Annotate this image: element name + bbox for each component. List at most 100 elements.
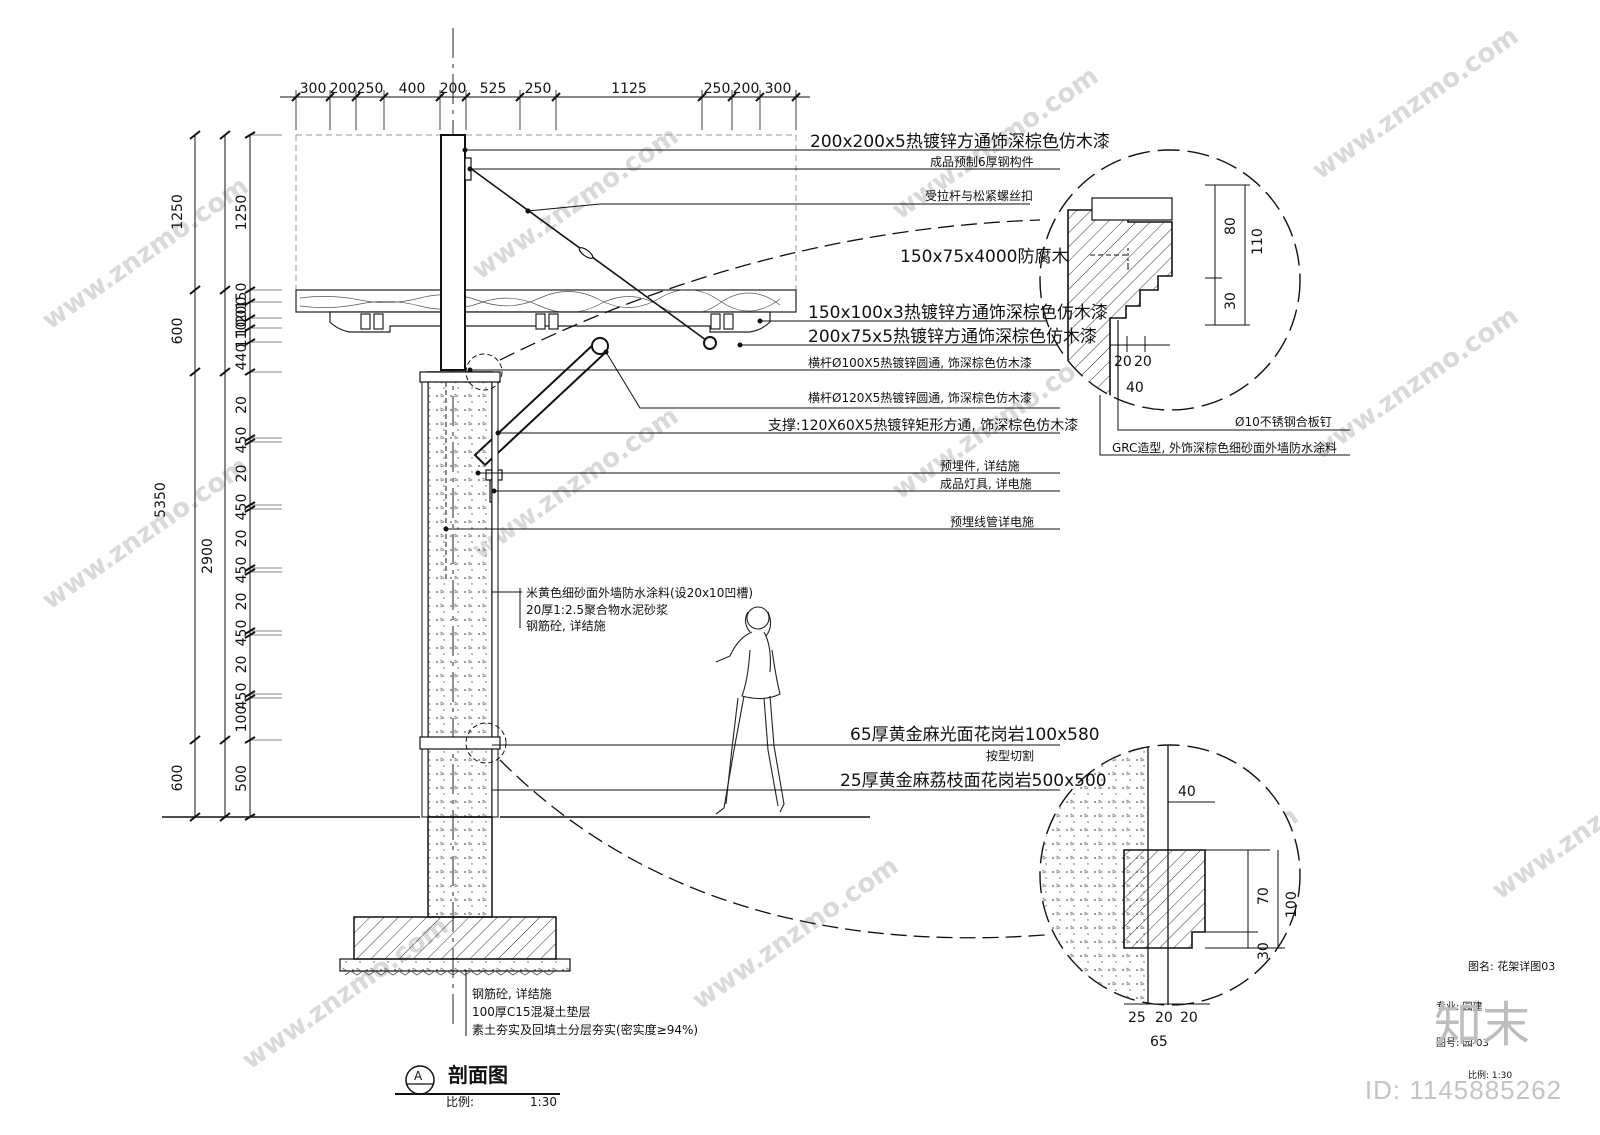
watermark-text: www.znzmo.com (687, 851, 904, 1016)
watermark-text: www.znzmo.com (1487, 741, 1600, 906)
left-inner-dim: 100 (234, 706, 250, 733)
left-outer-dim: 600 (170, 765, 186, 792)
tb-number: 图号: 园-03 (1436, 1037, 1489, 1049)
left-inner-dim: 110 (234, 322, 250, 349)
db-dim-40: 40 (1178, 784, 1196, 800)
concrete-column (427, 371, 493, 818)
left-inner-dim: 450 (234, 494, 250, 521)
watermark-text: www.znzmo.com (467, 121, 684, 286)
callout-label: 成品灯具, 详电施 (940, 476, 1032, 491)
human-figure (715, 606, 785, 815)
top-dim-label: 250 (704, 81, 731, 97)
round-rail-120 (591, 337, 609, 355)
dt-dim-30: 30 (1223, 292, 1239, 310)
top-dim-label: 250 (525, 81, 552, 97)
granite-note-2: 按型切割 (986, 748, 1034, 763)
top-dim-label: 525 (480, 81, 507, 97)
left-inner-dim: 1250 (234, 195, 250, 231)
top-dim-label: 200 (733, 81, 760, 97)
dt-dim-40: 40 (1126, 380, 1144, 396)
db-dim-70: 70 (1256, 887, 1272, 905)
found-note-2: 100厚C15混凝土垫层 (472, 1004, 591, 1019)
callout-label: 150x75x4000防腐木 (900, 247, 1068, 267)
db-dim-20a: 20 (1155, 1010, 1173, 1026)
top-dim-label: 250 (357, 81, 384, 97)
left-dimension-chain: 1250600535029006001250150200100110440204… (153, 130, 282, 822)
resource-id: ID: 1145885262 (1364, 1075, 1562, 1105)
footing (353, 916, 557, 960)
callout-labels: 200x200x5热镀锌方通饰深棕色仿木漆成品预制6厚钢构件受拉杆与松紧螺丝扣1… (768, 132, 1110, 529)
callout-label: 预埋件, 详结施 (940, 458, 1020, 473)
top-dim-label: 200 (330, 81, 357, 97)
left-inner-dim: 450 (234, 683, 250, 710)
left-inner-dim: 450 (234, 557, 250, 584)
left-inner-dim: 450 (234, 620, 250, 647)
db-dim-100: 100 (1284, 891, 1300, 918)
tb-major: 专业: 园建 (1436, 1000, 1483, 1013)
db-dim-30: 30 (1256, 942, 1272, 960)
left-outer-dim: 2900 (200, 538, 216, 574)
left-inner-dim: 20 (234, 656, 250, 674)
watermark-text: www.znzmo.com (1307, 301, 1524, 466)
top-dim-label: 300 (300, 81, 327, 97)
found-note-1: 钢筋砼, 详结施 (472, 986, 552, 1001)
callout-label: 150x100x3热镀锌方通饰深棕色仿木漆 (808, 303, 1108, 323)
left-inner-dim: 20 (234, 465, 250, 483)
left-outer-dim: 5350 (153, 482, 169, 518)
left-inner-dim: 440 (234, 344, 250, 371)
brand-logo-text: 知末 (1433, 997, 1530, 1053)
top-dim-label: 400 (399, 81, 426, 97)
tb-name: 图名: 花架详图03 (1468, 959, 1555, 973)
round-rail-100 (703, 336, 717, 350)
callout-label: 200x75x5热镀锌方通饰深棕色仿木漆 (808, 327, 1097, 347)
section-scale: 1:30 (530, 1095, 557, 1109)
callout-leaders (443, 147, 1105, 532)
square-tubes (360, 313, 734, 330)
section-title: 剖面图 (448, 1063, 508, 1087)
dt-dim-20a: 20 (1114, 354, 1132, 370)
db-dim-65: 65 (1150, 1034, 1168, 1050)
top-dim-label: 1125 (611, 81, 647, 97)
callout-label: 支撑:120X60X5热镀锌矩形方通, 饰深棕色仿木漆 (768, 417, 1078, 434)
found-note-3: 素土夯实及回填土分层夯实(密实度≥94%) (472, 1022, 698, 1037)
left-inner-dim: 200 (234, 297, 250, 324)
pergola-ghost-outline (295, 134, 797, 290)
watermark-text: www.znzmo.com (37, 171, 254, 336)
dt-dim-20b: 20 (1134, 354, 1152, 370)
top-dim-label: 200 (440, 81, 467, 97)
dt-note-grc: GRC造型, 外饰深棕色细砂面外墙防水涂料 (1112, 440, 1337, 455)
granite-note-1: 65厚黄金麻光面花岗岩100x580 (850, 725, 1100, 745)
top-dim-label: 300 (765, 81, 792, 97)
wall-note-1: 米黄色细砂面外墙防水涂料(设20x10凹槽) (526, 585, 753, 600)
watermark-text: www.znzmo.com (1307, 21, 1524, 186)
left-inner-dim: 20 (234, 396, 250, 414)
left-outer-dim: 1250 (170, 194, 186, 230)
callout-label: 横杆Ø120X5热镀锌圆通, 饰深棕色仿木漆 (808, 390, 1032, 405)
db-dim-20b: 20 (1180, 1010, 1198, 1026)
left-inner-dim: 500 (234, 765, 250, 792)
steel-post (440, 134, 466, 371)
dt-dim-80: 80 (1223, 217, 1239, 235)
left-inner-dim: 450 (234, 427, 250, 454)
left-inner-dim: 20 (234, 593, 250, 611)
callout-label: 200x200x5热镀锌方通饰深棕色仿木漆 (810, 132, 1110, 152)
section-marker-letter: A (414, 1069, 423, 1083)
callout-label: 横杆Ø100X5热镀锌圆通, 饰深棕色仿木漆 (808, 355, 1032, 370)
c15-bedding (339, 958, 571, 972)
left-outer-dim: 600 (170, 318, 186, 345)
watermark-text: www.znzmo.com (467, 401, 684, 566)
tb-scale: 比例: 1:30 (1468, 1069, 1512, 1081)
left-inner-dim: 20 (234, 530, 250, 548)
wall-note-3: 钢筋砼, 详结施 (526, 618, 606, 633)
dt-dim-110: 110 (1250, 228, 1266, 255)
dt-note-bolt: Ø10不锈钢合板钉 (1235, 414, 1332, 429)
wall-note-2: 20厚1:2.5聚合物水泥砂浆 (526, 602, 668, 617)
callout-label: 成品预制6厚钢构件 (930, 154, 1034, 169)
callout-label: 预埋线管详电施 (950, 514, 1034, 529)
section-scale-label: 比例: (446, 1095, 474, 1109)
watermark-text: www.znzmo.com (37, 451, 254, 616)
db-dim-25: 25 (1128, 1010, 1146, 1026)
